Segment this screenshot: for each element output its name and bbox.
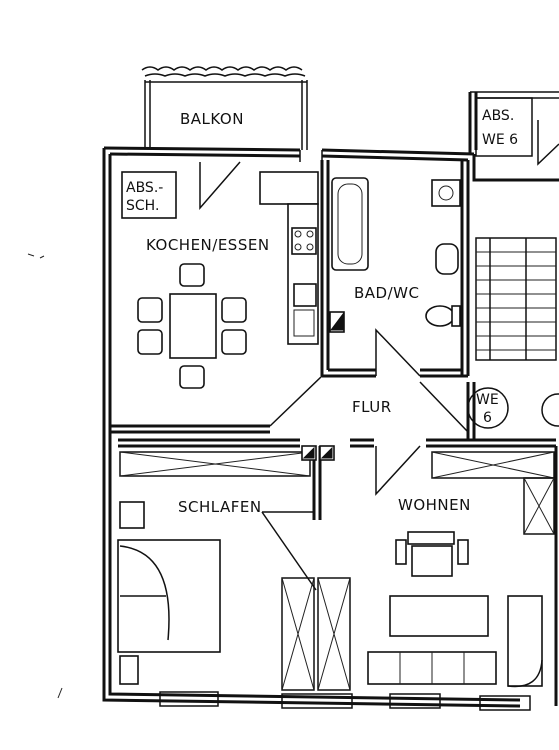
wardrobe-icon bbox=[317, 577, 351, 691]
bedroom-furniture bbox=[117, 451, 353, 709]
room-label-wohnen: WOHNEN bbox=[398, 496, 471, 514]
stairwell bbox=[475, 120, 559, 427]
room-label-balkon: BALKON bbox=[180, 110, 244, 128]
label-abs-we6-1: ABS. bbox=[482, 108, 514, 124]
room-label-bad-wc: BAD/WC bbox=[354, 284, 419, 302]
dining-table bbox=[169, 293, 217, 359]
chair-icon bbox=[221, 297, 247, 323]
badge-we: WE bbox=[476, 392, 499, 408]
sofa-icon bbox=[407, 531, 455, 545]
chair-icon bbox=[179, 263, 205, 287]
coffee-table bbox=[389, 595, 489, 637]
sink-icon bbox=[293, 283, 317, 307]
chair-icon bbox=[137, 297, 163, 323]
room-label-kochen-essen: KOCHEN/ESSEN bbox=[146, 236, 270, 254]
label-abs-sch-1: ABS.- bbox=[126, 180, 163, 196]
washing-machine-icon bbox=[435, 243, 459, 275]
washbasin-icon bbox=[431, 179, 461, 207]
balcony bbox=[141, 66, 308, 150]
kitchen-furniture bbox=[121, 171, 319, 389]
room-label-flur: FLUR bbox=[352, 398, 392, 416]
living-furniture bbox=[367, 451, 555, 711]
badge-number: 6 bbox=[483, 410, 492, 426]
bathtub-icon bbox=[331, 177, 369, 271]
abs-we6-box bbox=[475, 97, 533, 157]
interior-walls bbox=[110, 160, 558, 706]
room-label-schlafen: SCHLAFEN bbox=[178, 498, 262, 516]
toilet-icon bbox=[425, 305, 455, 327]
label-abs-sch-2: SCH. bbox=[126, 198, 159, 214]
chair-icon bbox=[179, 365, 205, 389]
doors bbox=[199, 150, 469, 591]
chair-icon bbox=[221, 329, 247, 355]
label-abs-we6-2: WE 6 bbox=[482, 132, 518, 148]
wardrobe-icon bbox=[281, 577, 315, 691]
chair-icon bbox=[137, 329, 163, 355]
meter-boxes bbox=[301, 445, 335, 461]
bathroom-fixtures bbox=[329, 177, 461, 333]
apartment-badge bbox=[467, 387, 509, 429]
